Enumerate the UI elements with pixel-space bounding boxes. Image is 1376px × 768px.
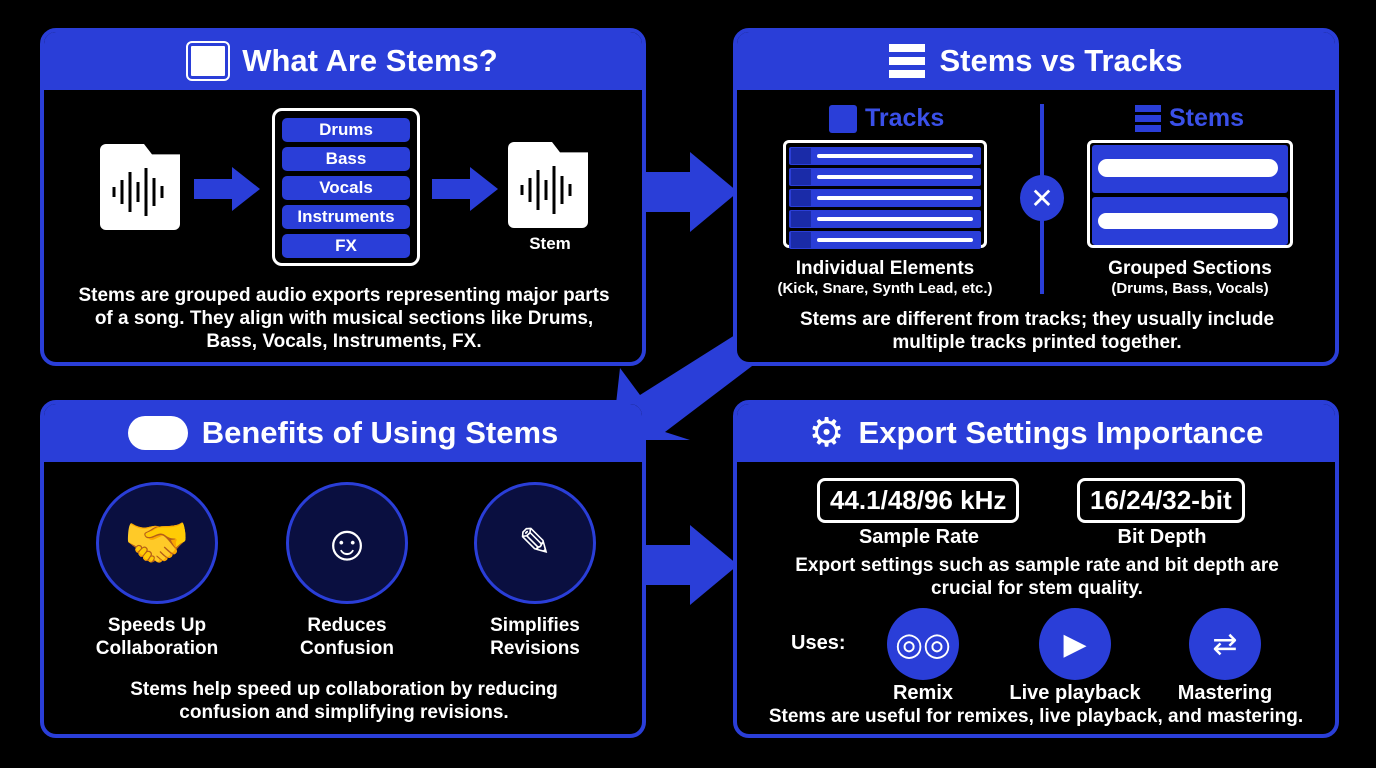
tracks-label: Tracks	[865, 104, 945, 132]
bit-depth-value: 16/24/32-bit	[1077, 478, 1245, 523]
panel-description: Stems help speed up collaboration by red…	[130, 679, 558, 723]
track-row	[789, 147, 981, 165]
tracks-waveforms	[783, 140, 987, 249]
use-mastering: Mastering	[1177, 682, 1273, 704]
arrow-right-bottom	[645, 525, 738, 605]
uses-description: Stems are useful for remixes, live playb…	[768, 706, 1304, 727]
stems-heading: Stems	[1135, 104, 1244, 133]
benefit-line: Confusion	[300, 638, 394, 659]
arrow-diagonal	[612, 335, 760, 440]
stage-icon: ▶	[1039, 608, 1111, 680]
handshake-music-icon: 🤝	[96, 482, 218, 604]
track-row	[789, 231, 981, 249]
benefit-line: Revisions	[490, 638, 580, 659]
waveform-icon	[112, 168, 164, 216]
panel-title: What Are Stems?	[242, 43, 498, 78]
category-bass: Bass	[282, 147, 410, 171]
sample-rate-value: 44.1/48/96 kHz	[817, 478, 1020, 523]
stems-caption: Grouped Sections (Drums, Bass, Vocals)	[1067, 258, 1313, 297]
sample-rate-label: Sample Rate	[858, 526, 980, 548]
stem-label: Stem	[529, 234, 571, 253]
waveform-icon	[520, 166, 572, 214]
arrow-right-icon	[432, 167, 498, 211]
panel-header: What Are Stems?	[44, 32, 642, 90]
stems-label: Stems	[1169, 104, 1245, 132]
panel-title: Export Settings Importance	[858, 415, 1264, 450]
panel-export-settings: ⚙ Export Settings Importance 44.1/48/96 …	[733, 400, 1339, 738]
turntables-icon: ◎◎	[887, 608, 959, 680]
gear-music-icon: ⚙	[808, 411, 845, 455]
mixer-icon	[889, 44, 926, 78]
tracks-caption: Individual Elements (Kick, Snare, Synth …	[757, 258, 1013, 297]
waveform-edit-gauge-icon: ✎	[474, 482, 596, 604]
uses-label: Uses:	[791, 632, 846, 654]
benefit-line: Reduces	[307, 615, 387, 636]
panel-header: Benefits of Using Stems	[44, 404, 642, 462]
panel-description: Export settings such as sample rate and …	[795, 555, 1279, 599]
track-row	[789, 189, 981, 207]
arrow-right-icon	[194, 167, 260, 211]
stems-waveforms	[1087, 140, 1293, 248]
stems-caption-title: Grouped Sections	[1108, 258, 1272, 279]
panel-stems-vs-tracks: Stems vs Tracks Tracks ✕ Stems Individua…	[733, 28, 1339, 366]
mastering-chain-icon: ⇄	[1189, 608, 1261, 680]
benefit-line: Speeds Up	[107, 615, 207, 636]
audio-folder-icon	[186, 41, 231, 81]
panel-description: Stems are grouped audio exports represen…	[78, 285, 610, 352]
stems-caption-sub: (Drums, Bass, Vocals)	[1111, 280, 1269, 297]
panel-description: Stems are different from tracks; they us…	[799, 309, 1275, 353]
tracks-caption-sub: (Kick, Snare, Synth Lead, etc.)	[777, 280, 993, 297]
panel-header: ⚙ Export Settings Importance	[737, 404, 1335, 462]
versus-icon: ✕	[1020, 175, 1064, 221]
confused-to-happy-face-icon: ☺	[286, 482, 408, 604]
use-remix: Remix	[892, 682, 954, 704]
bit-depth-label: Bit Depth	[1117, 526, 1207, 548]
stem-row	[1092, 145, 1288, 193]
category-fx: FX	[282, 234, 410, 258]
mixer-icon	[1135, 104, 1161, 133]
benefit-line: Simplifies	[490, 615, 580, 636]
tracks-heading: Tracks	[829, 104, 944, 133]
category-vocals: Vocals	[282, 176, 410, 200]
use-live-playback: Live playback	[1009, 682, 1141, 704]
panel-header: Stems vs Tracks	[737, 32, 1335, 90]
stem-categories-list: Drums Bass Vocals Instruments FX	[272, 108, 420, 266]
cloud-handshake-icon	[127, 416, 188, 450]
track-row	[789, 210, 981, 228]
panel-what-are-stems: What Are Stems? Drums Bass Vocals Instru…	[40, 28, 646, 366]
stem-row	[1092, 197, 1288, 245]
tracks-caption-title: Individual Elements	[795, 258, 975, 279]
arrow-right-top	[645, 152, 738, 232]
category-instruments: Instruments	[282, 205, 410, 229]
track-row	[789, 168, 981, 186]
category-drums: Drums	[282, 118, 410, 142]
benefit-line: Collaboration	[95, 638, 219, 659]
panel-title: Stems vs Tracks	[939, 43, 1183, 78]
panel-title: Benefits of Using Stems	[201, 415, 559, 450]
waveform-icon	[829, 104, 857, 133]
